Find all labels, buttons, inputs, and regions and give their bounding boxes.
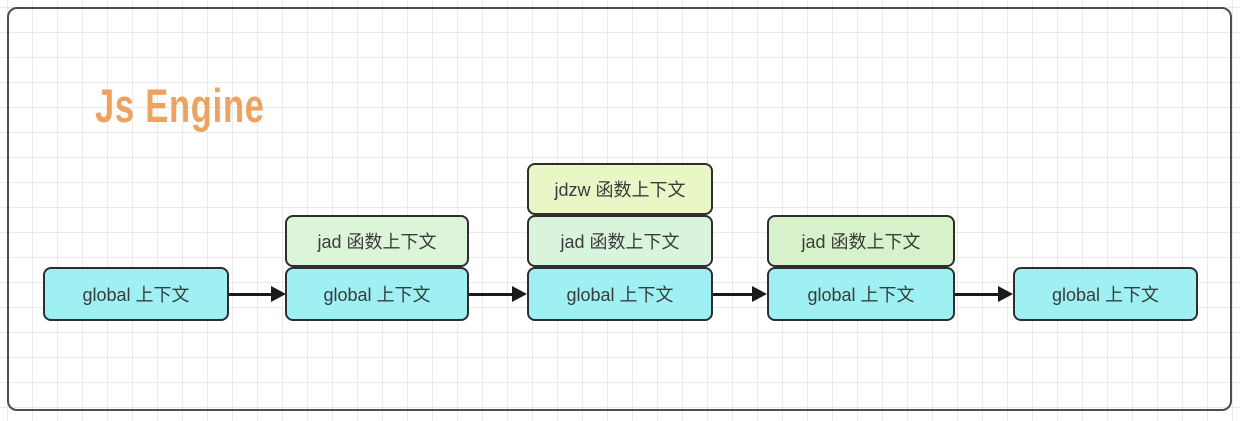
stack-4: jad 函数上下文 global 上下文 [767,215,955,321]
arrow-head-icon [271,286,286,302]
flow-arrow [469,286,527,303]
context-node-global: global 上下文 [767,267,955,321]
stack-1: global 上下文 [43,267,229,321]
stack-3: jdzw 函数上下文 jad 函数上下文 global 上下文 [527,163,713,321]
stack-5: global 上下文 [1013,267,1198,321]
arrow-shaft [229,293,275,296]
context-node-global: global 上下文 [1013,267,1198,321]
context-node-function: jdzw 函数上下文 [527,163,713,215]
context-node-global: global 上下文 [43,267,229,321]
arrow-head-icon [512,286,527,302]
context-node-function: jad 函数上下文 [767,215,955,267]
diagram-title: Js Engine [95,79,265,133]
flow-arrow [955,286,1013,303]
context-node-global: global 上下文 [285,267,469,321]
stack-2: jad 函数上下文 global 上下文 [285,215,469,321]
arrow-shaft [713,293,756,296]
context-node-global: global 上下文 [527,267,713,321]
arrow-head-icon [998,286,1013,302]
canvas-frame [7,7,1232,411]
arrow-head-icon [752,286,767,302]
context-node-function: jad 函数上下文 [285,215,469,267]
flow-arrow [713,286,767,303]
arrow-shaft [469,293,516,296]
flow-arrow [229,286,286,303]
arrow-shaft [955,293,1002,296]
context-node-function: jad 函数上下文 [527,215,713,267]
